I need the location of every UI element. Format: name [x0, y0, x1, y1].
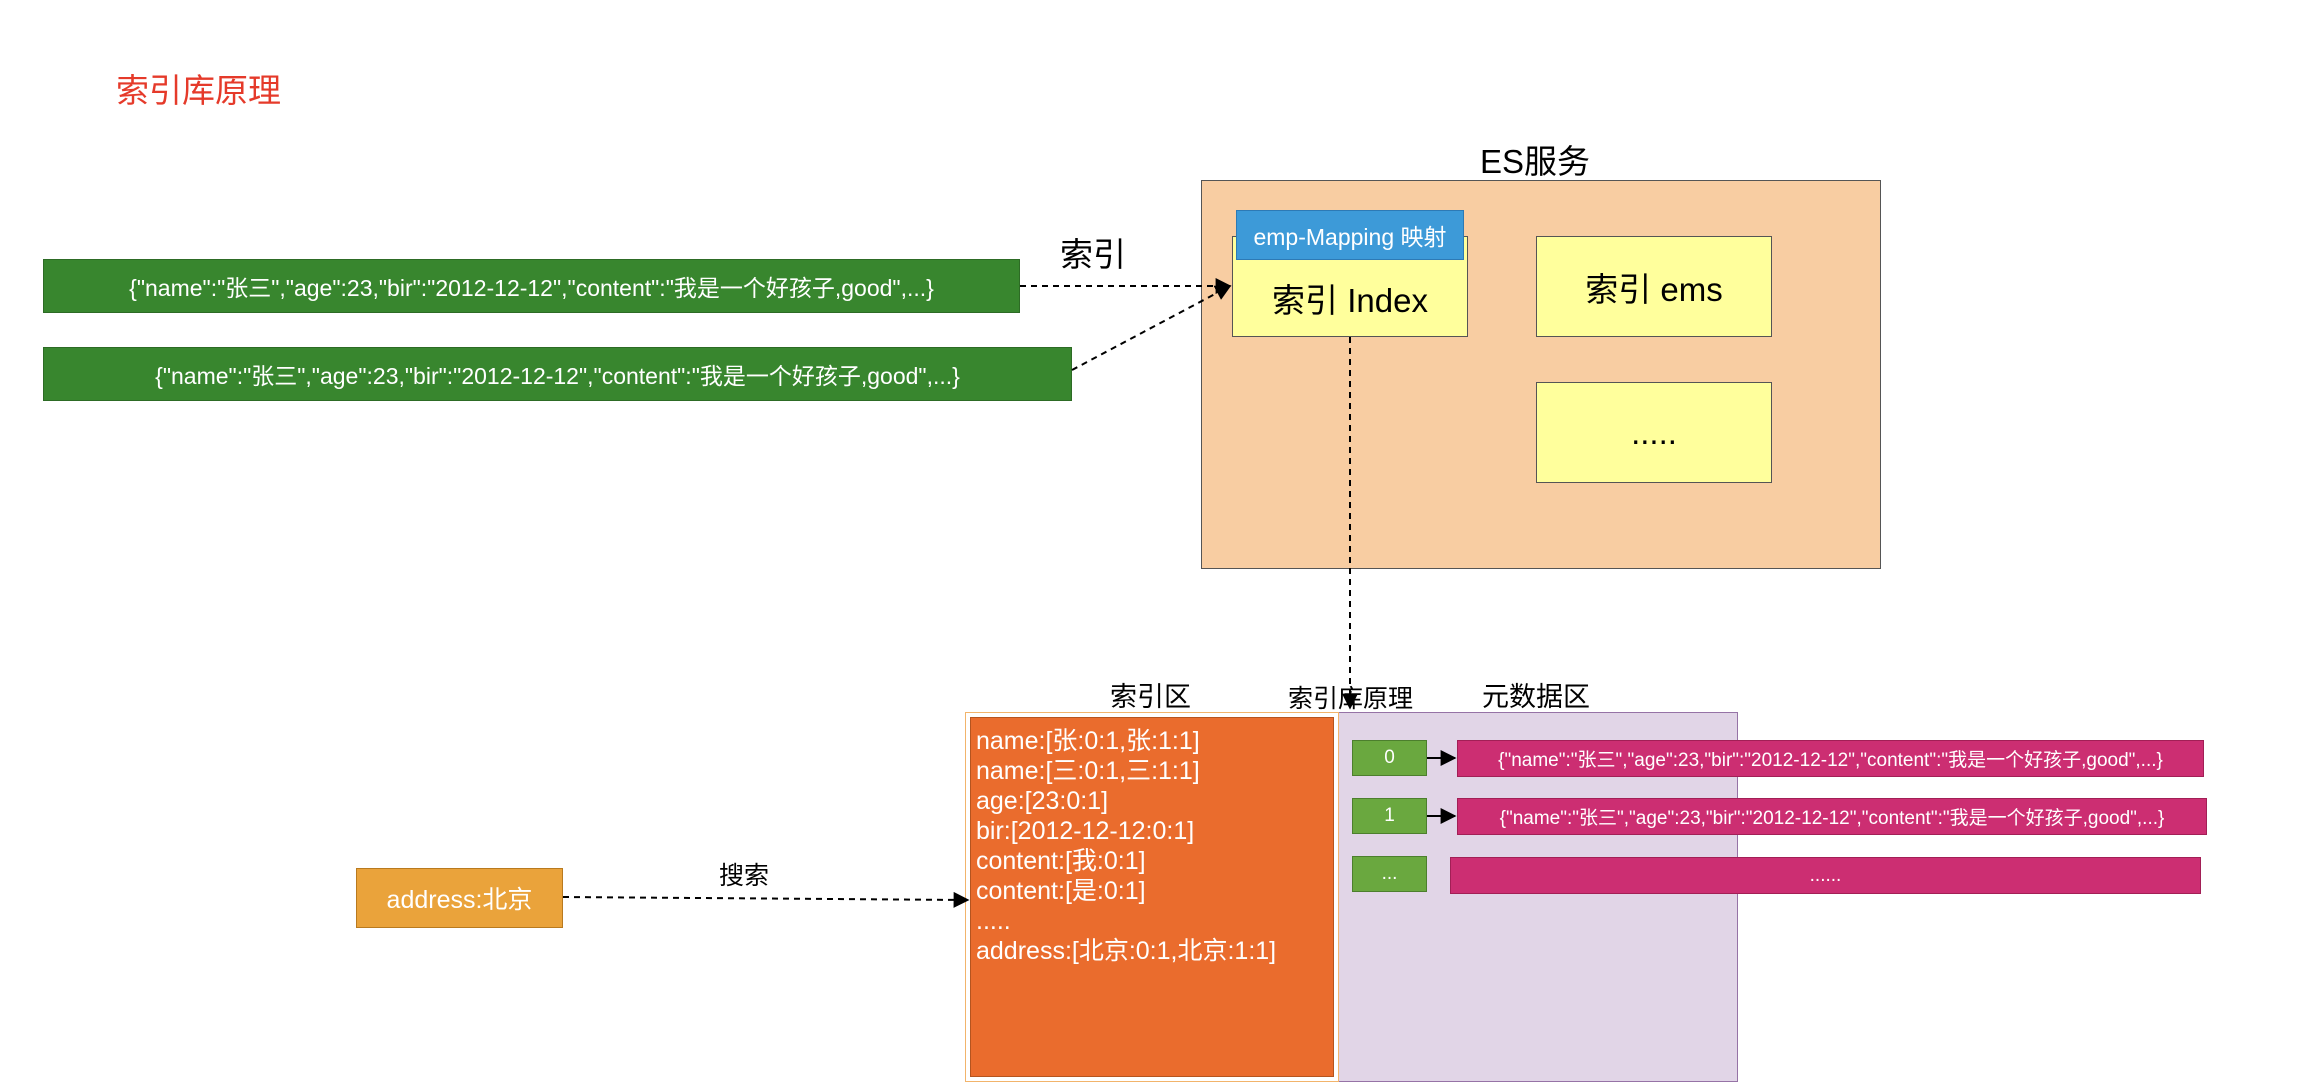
document-1: {"name":"张三","age":23,"bir":"2012-12-12"… — [43, 259, 1020, 313]
index-principle-label: 索引库原理 — [1288, 685, 1414, 713]
index-entry: age:[23:0:1] — [976, 787, 1109, 815]
index-entry: ..... — [976, 907, 1011, 935]
meta-zone-label: 元数据区 — [1482, 682, 1590, 712]
index-zone-label: 索引区 — [1110, 682, 1191, 712]
index-box-ems: 索引 ems — [1536, 236, 1772, 337]
index-entry: name:[张:0:1,张:1:1] — [976, 727, 1200, 755]
doc-record-1: {"name":"张三","age":23,"bir":"2012-12-12"… — [1457, 798, 2207, 835]
arrow-search — [562, 891, 970, 908]
doc-id-1: 1 — [1352, 798, 1427, 834]
index-arrow-label: 索引 — [1060, 236, 1126, 273]
doc-id-more: ... — [1352, 856, 1427, 892]
index-entry: content:[我:0:1] — [976, 847, 1146, 875]
index-entry: name:[三:0:1,三:1:1] — [976, 757, 1200, 785]
index-box-more: ..... — [1536, 382, 1772, 483]
index-entry: bir:[2012-12-12:0:1] — [976, 817, 1195, 845]
diagram-title: 索引库原理 — [116, 72, 281, 109]
index-entry: address:[北京:0:1,北京:1:1] — [976, 937, 1277, 965]
document-2: {"name":"张三","age":23,"bir":"2012-12-12"… — [43, 347, 1072, 401]
search-arrow-label: 搜索 — [719, 862, 770, 890]
search-query-box: address:北京 — [356, 868, 563, 928]
doc-id-0: 0 — [1352, 740, 1427, 776]
es-service-label: ES服务 — [1480, 143, 1591, 180]
mapping-label: emp-Mapping 映射 — [1236, 210, 1464, 260]
doc-record-more: ...... — [1450, 857, 2201, 894]
index-zone: name:[张:0:1,张:1:1] name:[三:0:1,三:1:1] ag… — [965, 712, 1339, 1082]
index-entry: content:[是:0:1] — [976, 877, 1146, 905]
doc-record-0: {"name":"张三","age":23,"bir":"2012-12-12"… — [1457, 740, 2204, 777]
index-entries: name:[张:0:1,张:1:1] name:[三:0:1,三:1:1] ag… — [970, 717, 1334, 1077]
